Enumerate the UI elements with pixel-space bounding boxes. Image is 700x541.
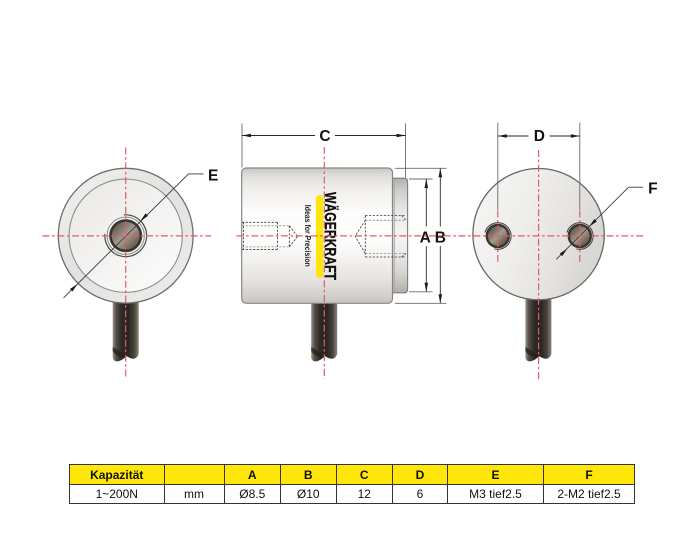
svg-text:C: C (319, 128, 330, 145)
svg-text:A: A (420, 229, 431, 246)
svg-text:B: B (435, 229, 446, 246)
svg-text:F: F (648, 180, 657, 197)
svg-text:D: D (534, 128, 545, 145)
svg-text:E: E (208, 168, 218, 185)
svg-text:Ideas for Precision: Ideas for Precision (303, 205, 313, 267)
